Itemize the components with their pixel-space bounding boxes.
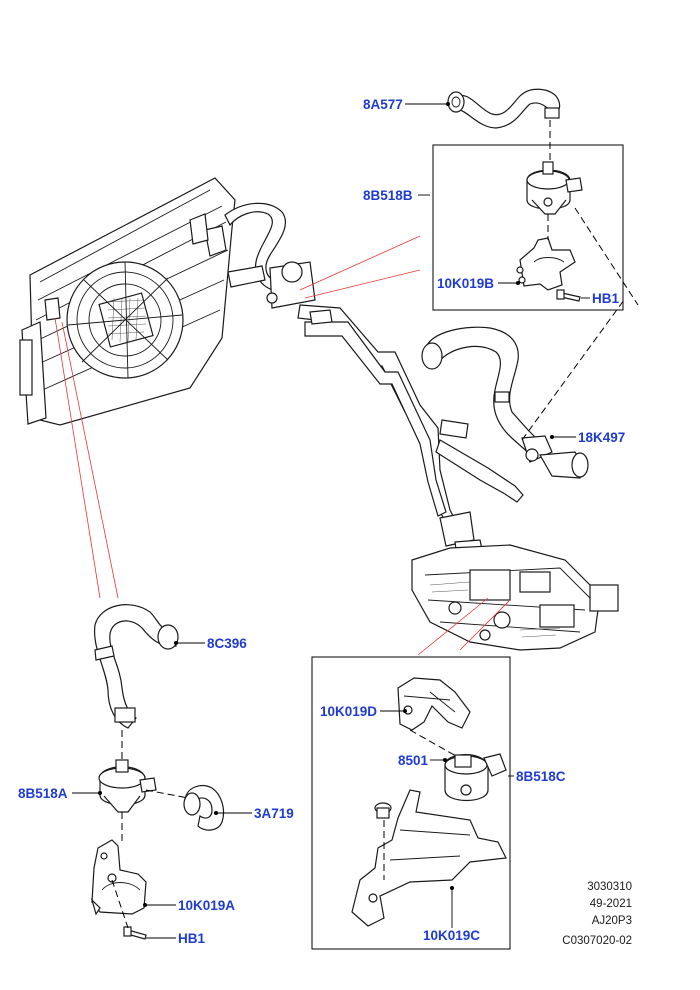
- bracket-10K019C: [351, 789, 507, 927]
- hose-3A719: [183, 785, 225, 831]
- label-8C396: 8C396: [207, 636, 247, 651]
- label-10K019A: 10K019A: [178, 898, 235, 913]
- detail-frame-8B518B: [432, 144, 624, 311]
- meta-line-3: AJ20P3: [592, 915, 632, 927]
- coolant-pipe-harness: [297, 304, 524, 565]
- label-8501: 8501: [398, 753, 429, 768]
- bolt-HB1-top: [556, 289, 581, 302]
- meta-line-4: C0307020-02: [562, 935, 632, 947]
- bolt-HB1-bottom: [123, 926, 147, 940]
- callouts: 8A577 8B518B 10K019B HB1 18K497 8C396 8B…: [18, 97, 625, 946]
- label-10K019C: 10K019C: [423, 928, 480, 943]
- label-HB1-bottom: HB1: [178, 931, 205, 946]
- label-8B518B: 8B518B: [363, 188, 413, 203]
- label-8B518C: 8B518C: [516, 769, 566, 784]
- label-10K019D: 10K019D: [320, 704, 377, 719]
- meta-line-2: 49-2021: [590, 898, 632, 910]
- hose-8C396: [93, 604, 179, 729]
- label-8A577: 8A577: [363, 97, 403, 112]
- label-10K019B: 10K019B: [437, 276, 494, 291]
- detail-frame-8B518C: [311, 656, 511, 950]
- label-3A719: 3A719: [254, 806, 294, 821]
- label-18K497: 18K497: [578, 430, 625, 445]
- pump-8501: [444, 753, 507, 801]
- bracket-10K019A: [90, 839, 147, 916]
- label-8B518A: 8B518A: [18, 786, 68, 801]
- drawing-reference: 3030310 49-2021 AJ20P3 C0307020-02: [562, 881, 632, 947]
- leader-lines: [72, 102, 590, 939]
- bracket-10K019D: [397, 677, 471, 731]
- hose-8A577: [447, 88, 561, 129]
- bracket-10K019B: [516, 237, 576, 291]
- pump-8B518A: [98, 759, 157, 813]
- assembly-lines: [111, 120, 639, 929]
- label-HB1-top: HB1: [592, 291, 619, 306]
- upper-coolant-hose: [224, 202, 316, 309]
- radiator-fan-assembly: [19, 177, 236, 426]
- hose-18K497: [421, 326, 589, 479]
- reference-lines: [54, 235, 511, 656]
- meta-line-1: 3030310: [587, 881, 632, 893]
- power-electronics-module: [411, 544, 619, 651]
- pump-8B518B: [526, 161, 583, 215]
